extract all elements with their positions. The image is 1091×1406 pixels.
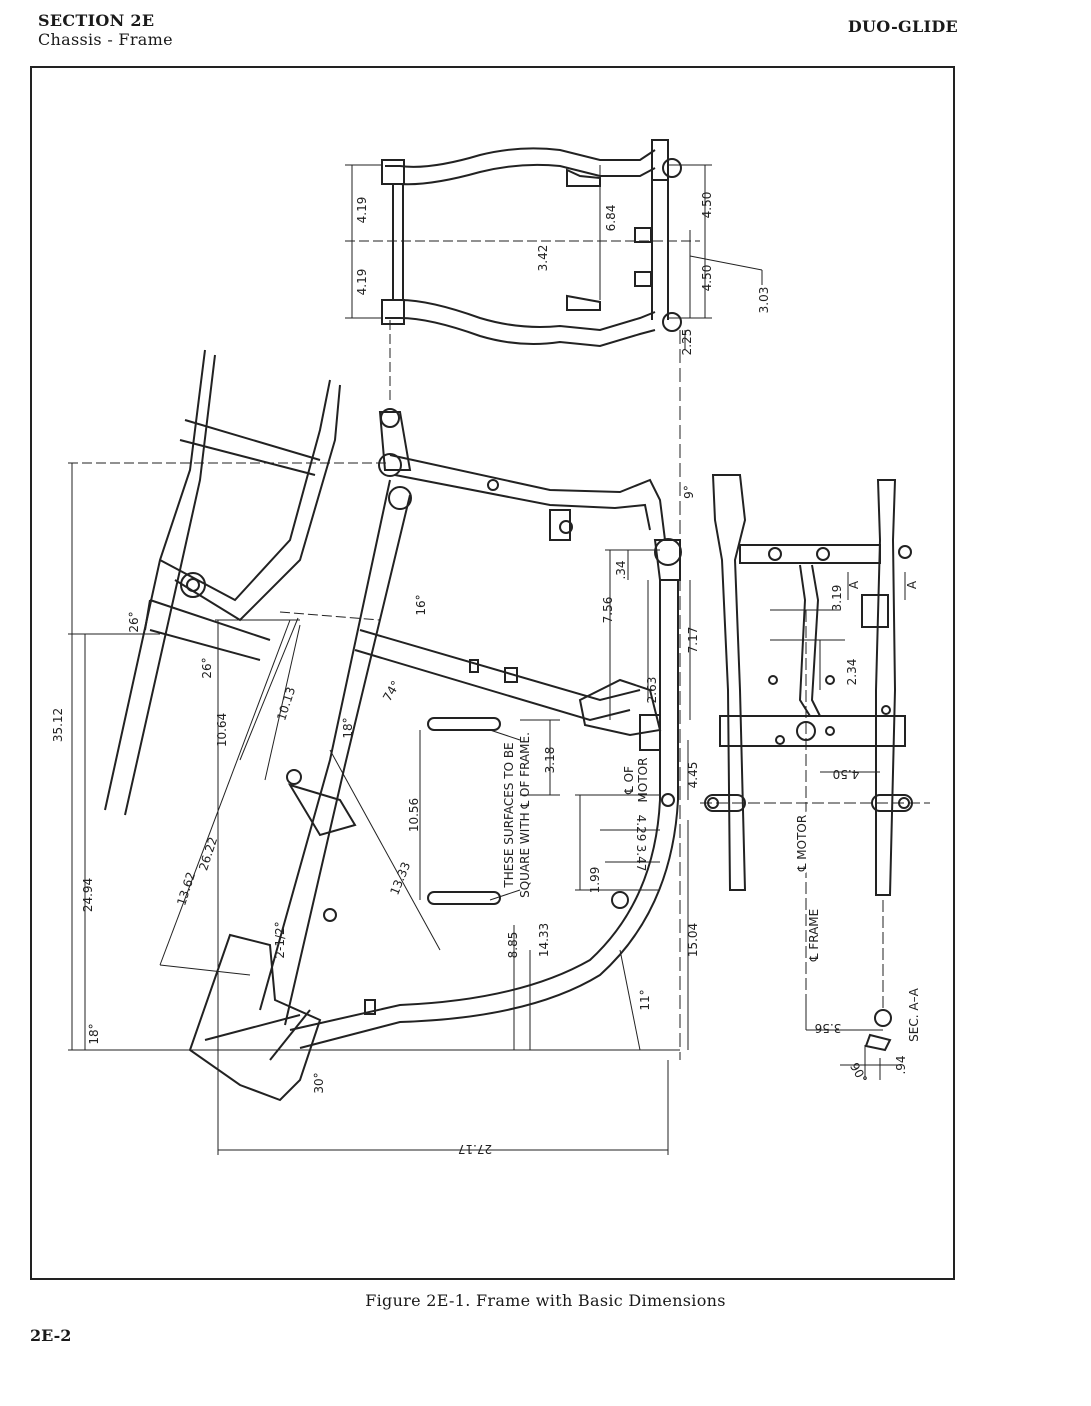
note-surfaces-line1: THESE SURFACES TO BE [502,742,516,888]
dim-26-22: 26.22 [196,835,220,872]
angle-9: 9° [682,485,696,499]
dim-4-50-sec: 4.50 [833,767,860,781]
marker-a-left: A [847,580,861,589]
dim-4-50-upper: 4.50 [700,192,714,219]
dim-13-62: 13.62 [174,870,198,907]
dim-6-84: 6.84 [604,205,618,232]
dim-27-17: 27.17 [458,1142,492,1156]
section-title: Chassis - Frame [38,30,173,49]
dim-3-56: 3.56 [815,1021,842,1035]
angle-18-base: 18° [87,1023,101,1044]
dim-1-99: 1.99 [588,867,602,894]
top-view [381,139,682,348]
angle-30: 30° [312,1072,326,1093]
dim-14-33: 14.33 [537,923,551,957]
side-view-dimension-lines [68,462,691,1155]
angle-74: 74° [380,678,403,703]
angle-18-mid: 18° [341,717,355,738]
note-cl-frame: ℄ FRAME [807,909,821,962]
dim-4-50-lower: 4.50 [700,265,714,292]
marker-a-right: A [905,580,919,589]
dim-3-47: 3.47 [634,845,648,872]
dim-7-17: 7.17 [686,627,700,654]
dim-3-19: 3.19 [830,585,844,612]
angle-26-lower: 26° [200,657,214,678]
dim-24-94: 24.94 [81,878,95,912]
dim-4-29: 4.29 [634,815,648,842]
dim-7-56: 7.56 [601,597,615,624]
dim-13-33: 13.33 [387,860,413,897]
note-cl-of: ℄ OF [622,766,636,795]
angle-90: 90° [847,1060,870,1085]
dim-2-63: 2.63 [645,677,659,704]
note-motor: MOTOR [636,758,650,803]
note-surfaces-line2: SQUARE WITH ℄ OF FRAME. [518,732,532,898]
dim-4-45: 4.45 [686,762,700,789]
dim-2-25: 2.25 [680,329,694,356]
dim-8-85: 8.85 [506,932,520,959]
angle-2-half: 2-1/2° [273,921,287,958]
dim-3-42: 3.42 [536,245,550,272]
dim-4-19-lower: 4.19 [355,269,369,296]
dim-10-56: 10.56 [407,798,421,832]
side-view-frame [104,349,682,1102]
dim-4-19-upper: 4.19 [355,197,369,224]
section-a-a-view [704,474,913,1052]
dim-10-13: 10.13 [274,685,298,722]
angle-26-upper: 26° [127,611,141,632]
figure-caption: Figure 2E-1. Frame with Basic Dimensions [365,1291,726,1310]
top-view-dimension-lines [345,164,763,350]
dim-94: .94 [894,1055,908,1074]
angle-16: 16° [414,594,428,615]
figure-border [30,66,955,1280]
dim-35-12: 35.12 [51,708,65,742]
note-section-aa: SEC. A–A [907,987,921,1041]
dim-3-18: 3.18 [543,747,557,774]
angle-11: 11° [638,989,652,1010]
dim-2-34: 2.34 [845,659,859,686]
manual-name: DUO-GLIDE [847,17,958,36]
dim-3-03: 3.03 [757,287,771,314]
section-a-a-dimension-lines [700,572,930,1080]
dim-10-64: 10.64 [215,713,229,747]
note-cl-motor: ℄ MOTOR [795,815,809,872]
page-number: 2E-2 [30,1326,72,1345]
section-code: SECTION 2E [38,11,155,30]
dim-34: .34 [614,560,628,579]
dim-15-04: 15.04 [686,923,700,957]
